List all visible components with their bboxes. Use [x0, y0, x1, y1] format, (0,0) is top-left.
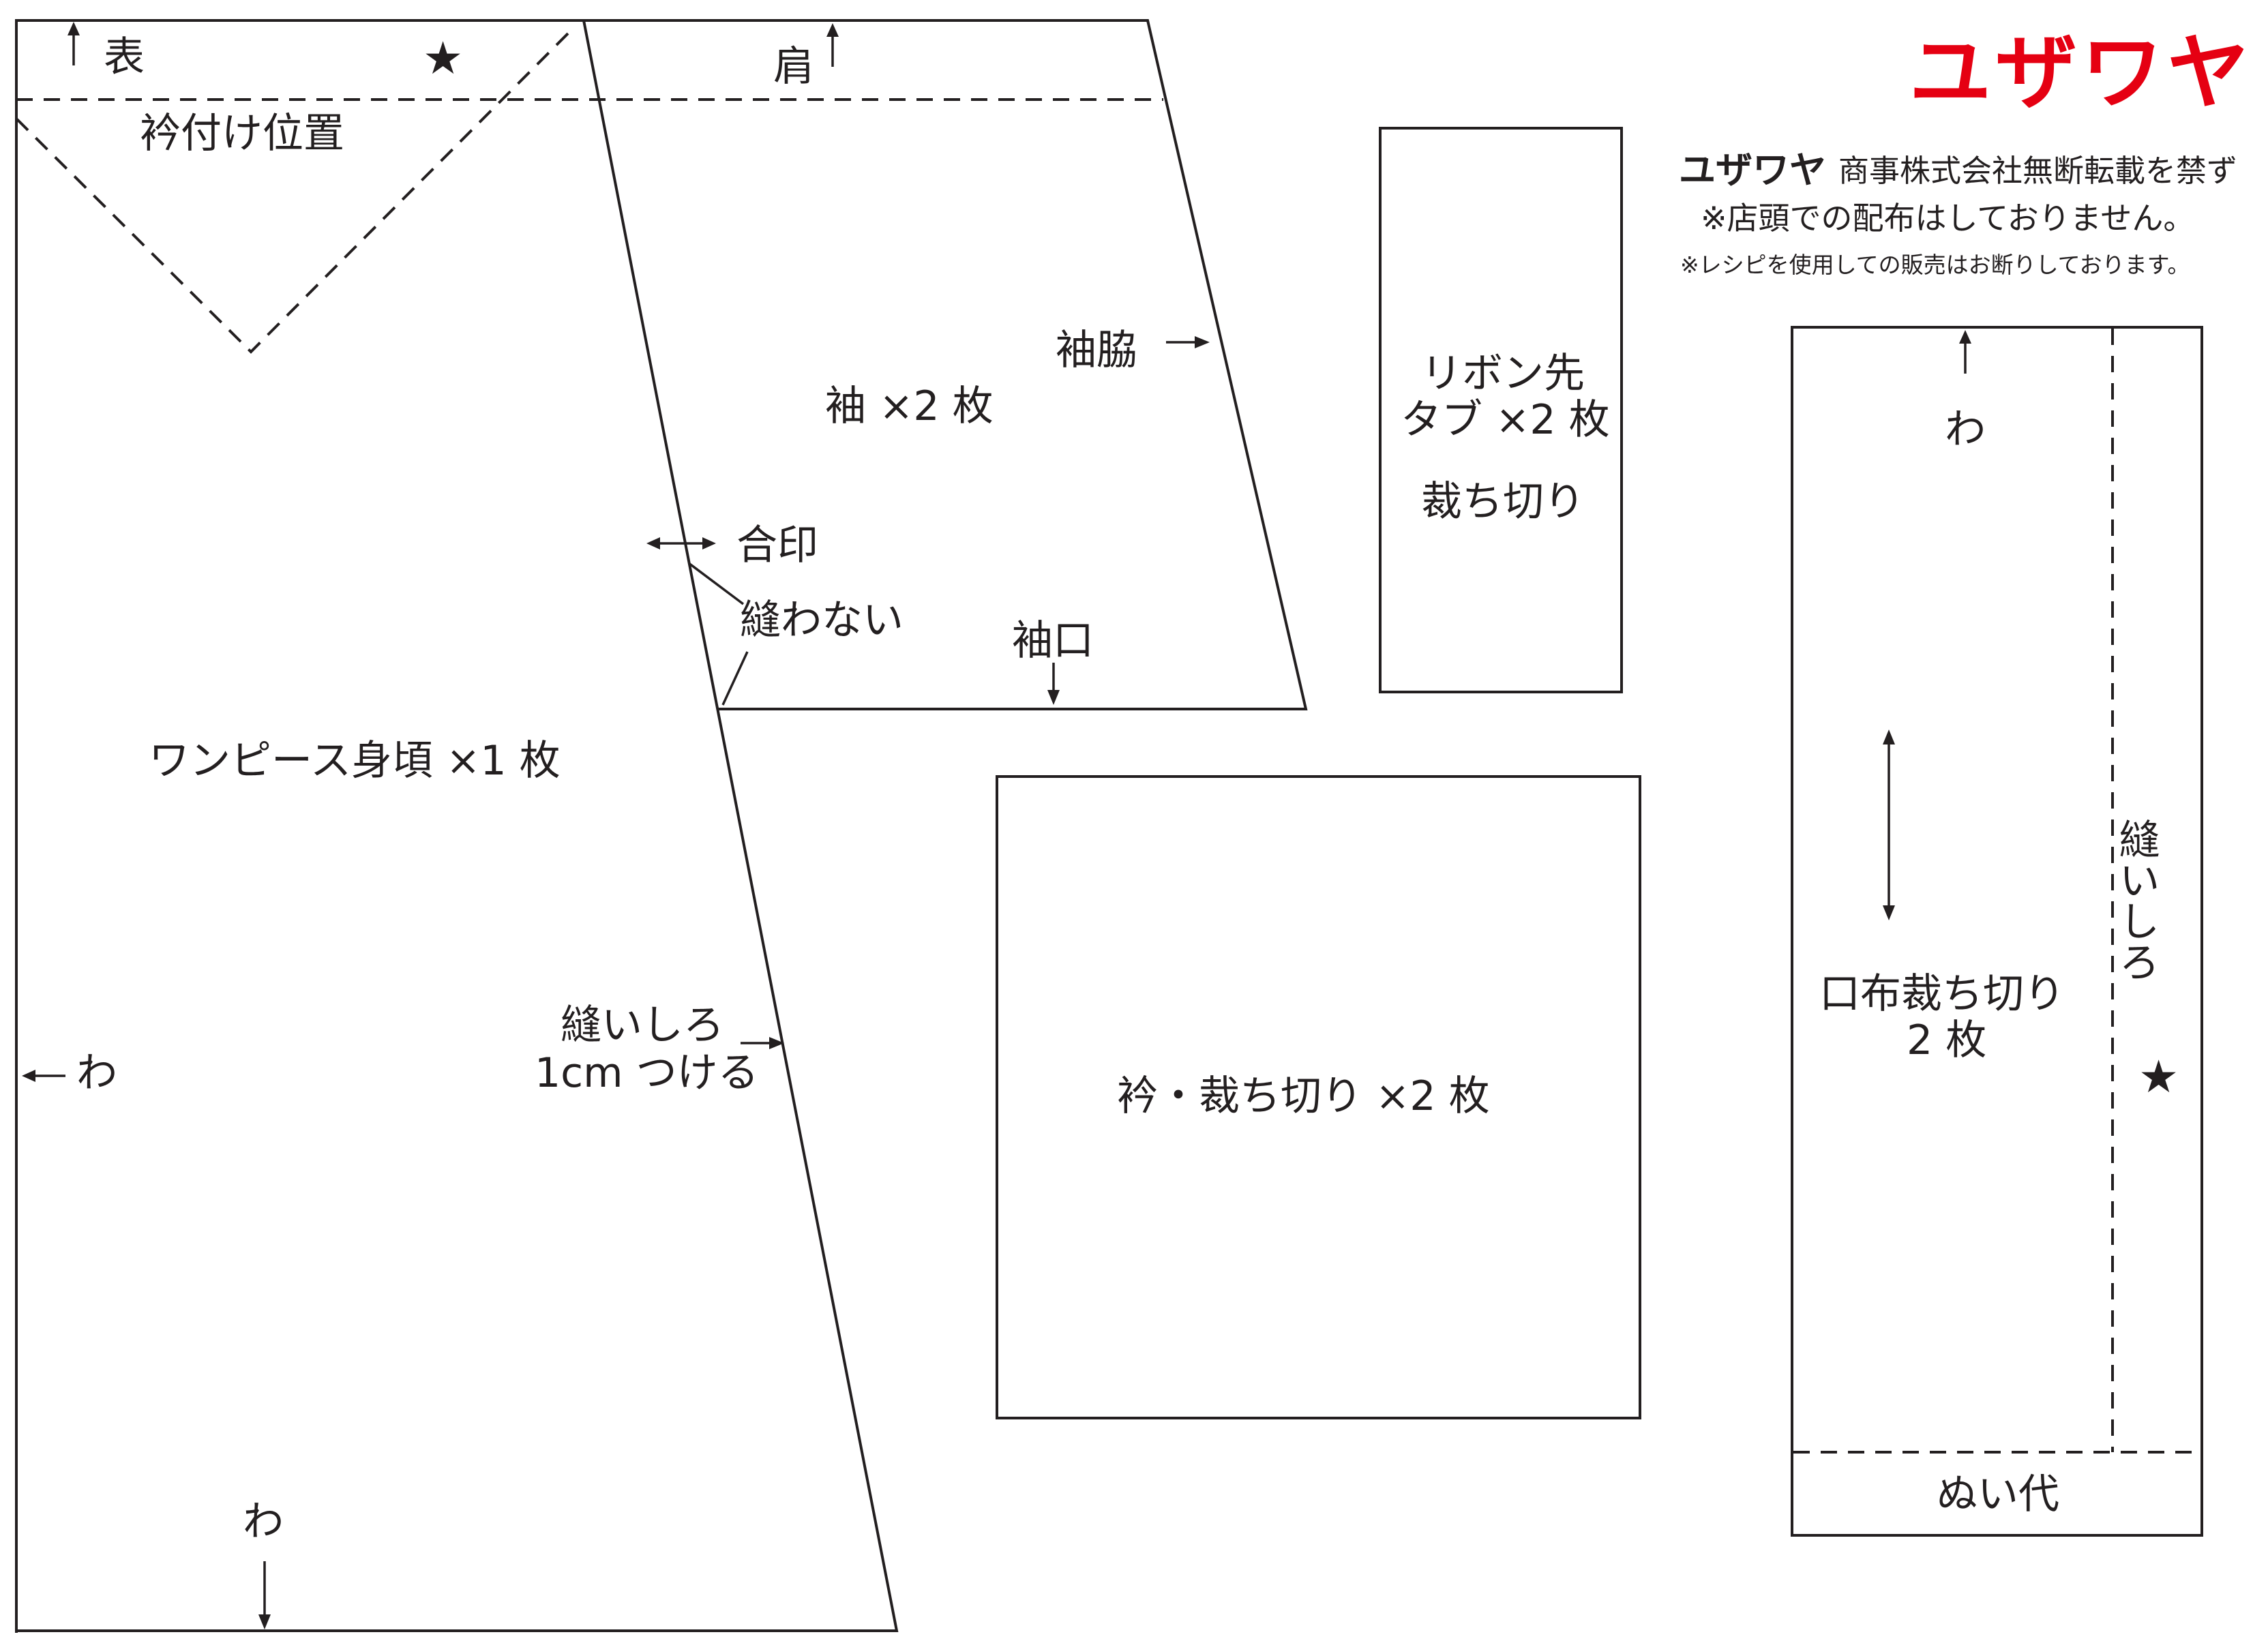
ribbon-label-2: タブ ×2 枚 [1401, 396, 1610, 444]
no-sew-label: 縫わない [740, 597, 904, 644]
no-sew-leader-lower [721, 651, 749, 706]
pocket-fold-arrow-icon [1959, 330, 1971, 374]
underarm-arrow-icon [1166, 336, 1210, 348]
sleeve-piece: 肩 袖脇 袖 ×2 枚 合印 縫わない 袖口 [582, 19, 1308, 710]
fold-bottom-arrow-icon [258, 1561, 271, 1629]
neckline-dashed-line [15, 26, 576, 354]
pocket-title-2: 2 枚 [1907, 1017, 1986, 1064]
pocket-outline [1791, 326, 2203, 1537]
notice-line-2: ※店頭での配布はしておりません。 [1701, 200, 2194, 237]
pocket-fold-label: わ [1945, 406, 1986, 453]
collar-piece-title: 衿・裁ち切り ×2 枚 [1117, 1072, 1490, 1120]
seam-allowance-label-2: 1cm つける [535, 1049, 759, 1097]
seam-allowance-label-1: 縫いしろ [561, 1002, 724, 1049]
notice-brand-logo: ユザワヤ [1679, 149, 1826, 192]
body-piece-title: ワンピース身頃 ×1 枚 [149, 737, 561, 785]
body-outline [15, 19, 899, 1632]
fold-side-label: わ [76, 1049, 117, 1097]
brand-block: ユザワヤ ユザワヤ 商事株式会社無断転載を禁ず ※店頭での配布はしておりません。… [1679, 26, 2253, 278]
sleeve-outline [582, 19, 1308, 710]
collar-piece: 衿・裁ち切り ×2 枚 [996, 775, 1641, 1419]
star-mark-pocket: ★ [2138, 1051, 2179, 1103]
ribbon-outline [1379, 127, 1623, 693]
shoulder-arrow-icon [826, 23, 839, 67]
seam-allowance-arrow-icon [741, 1037, 784, 1049]
collar-outline [996, 775, 1641, 1419]
no-sew-leader-upper [687, 562, 745, 605]
shoulder-label: 肩 [773, 43, 814, 91]
pocket-piece: わ 口布裁ち切り 2 枚 縫いしろ ★ ぬい代 [1791, 326, 2203, 1537]
ribbon-label-1: リボン先 [1421, 350, 1585, 397]
star-mark-body: ★ [423, 32, 463, 85]
omote-label: 表 [104, 33, 145, 81]
ribbon-piece: リボン先 タブ ×2 枚 裁ち切り [1379, 127, 1623, 693]
pocket-seam-allowance-label: ぬい代 [1937, 1471, 2059, 1518]
notice-line-3: ※レシピを使用しての販売はお断りしております。 [1680, 252, 2190, 278]
underarm-label: 袖脇 [1056, 327, 1137, 374]
fold-side-arrow-icon [22, 1070, 65, 1082]
notch-arrow-icon [646, 537, 716, 549]
notch-label: 合印 [736, 522, 818, 569]
sleeve-piece-title: 袖 ×2 枚 [825, 382, 994, 430]
pocket-seam-vertical-label: 縫いしろ [2112, 818, 2160, 982]
ribbon-label-3: 裁ち切り [1421, 478, 1585, 526]
grain-line-arrow-icon [1883, 729, 1895, 920]
body-piece: 表 ★ 衿付け位置 ワンピース身頃 ×1 枚 わ わ 縫いしろ 1cm つける [15, 19, 1163, 1633]
cuff-arrow-icon [1047, 663, 1060, 705]
omote-arrow-icon [68, 22, 80, 65]
brand-logo: ユザワヤ [1909, 26, 2253, 121]
fold-bottom-label: わ [243, 1498, 284, 1546]
collar-position-label: 衿付け位置 [140, 110, 344, 157]
cuff-label: 袖口 [1012, 617, 1094, 665]
notice-line-1: 商事株式会社無断転載を禁ず [1838, 153, 2237, 189]
pocket-title-1: 口布裁ち切り [1819, 970, 2065, 1018]
